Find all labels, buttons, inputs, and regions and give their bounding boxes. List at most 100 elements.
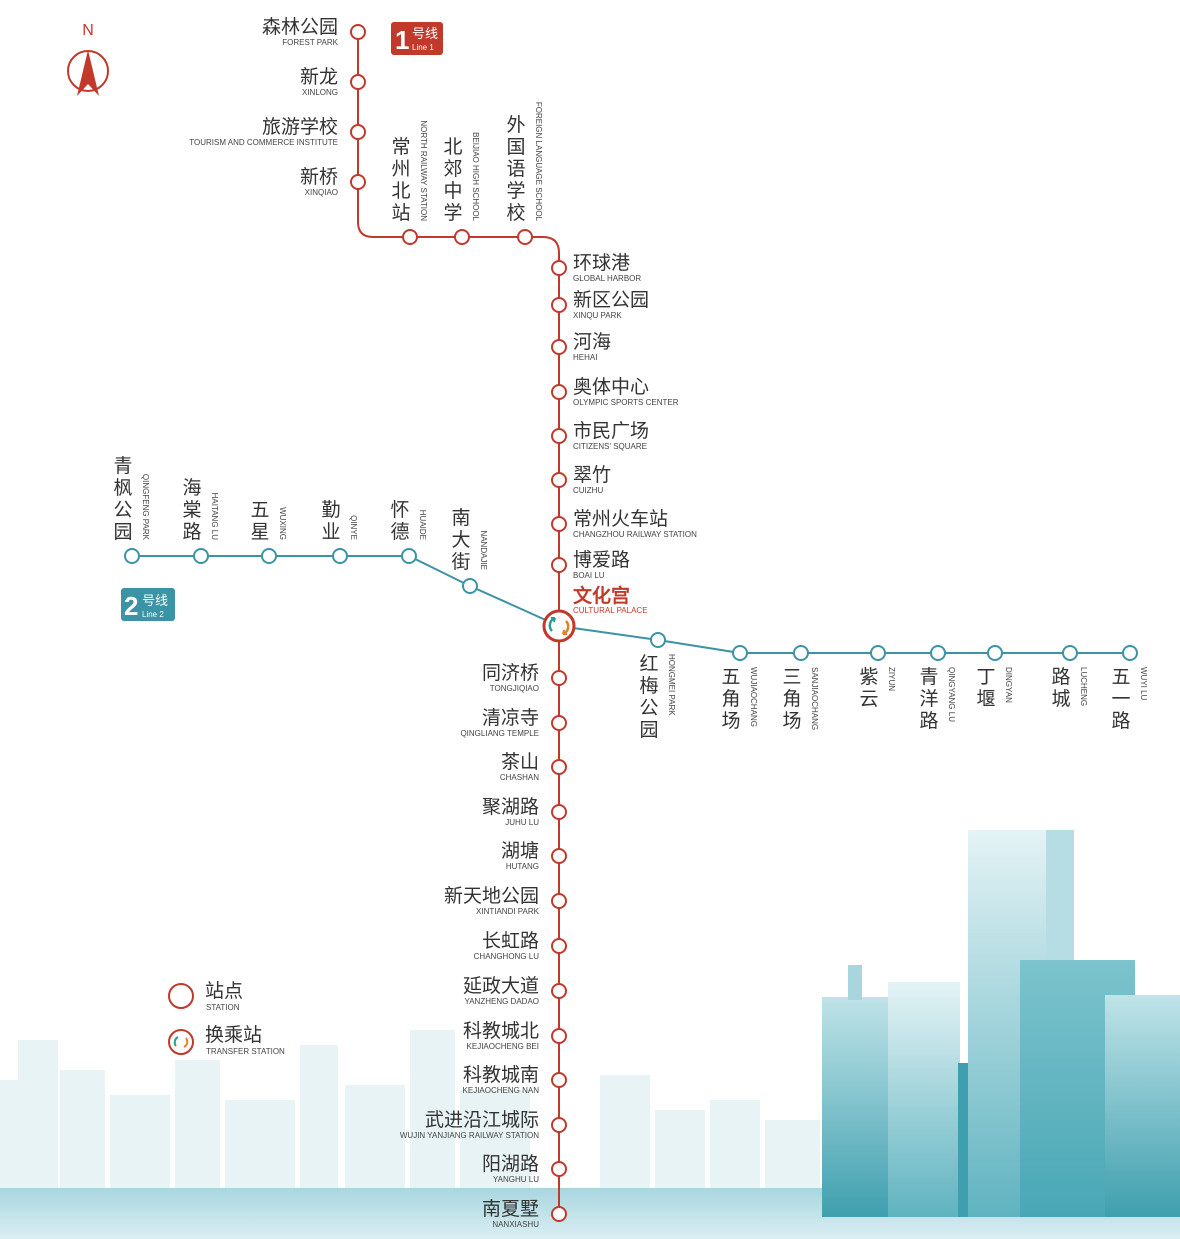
station-marker[interactable] (551, 428, 567, 444)
north-compass: N (67, 22, 109, 96)
station-marker[interactable] (1062, 645, 1078, 661)
station-marker[interactable] (551, 670, 567, 686)
station-name-cn: 青枫公园 (113, 455, 132, 543)
station-name-cn: 五一路 (1111, 666, 1130, 732)
station-marker[interactable] (454, 229, 470, 245)
station-marker[interactable] (124, 548, 140, 564)
station-marker[interactable] (551, 715, 567, 731)
station-marker[interactable] (732, 645, 748, 661)
station-marker[interactable] (551, 297, 567, 313)
station-marker[interactable] (462, 578, 478, 594)
station-marker[interactable] (551, 1161, 567, 1177)
station-marker[interactable] (551, 384, 567, 400)
station-marker[interactable] (350, 24, 366, 40)
station-marker[interactable] (650, 632, 666, 648)
station-marker[interactable] (401, 548, 417, 564)
station-name-cn: 五角场 (721, 666, 740, 732)
station-marker[interactable] (551, 339, 567, 355)
station-marker[interactable] (332, 548, 348, 564)
station-marker[interactable] (551, 472, 567, 488)
station-marker[interactable] (930, 645, 946, 661)
station-name-en: HUTANG (506, 862, 539, 871)
station-marker[interactable] (551, 557, 567, 573)
station-marker[interactable] (350, 124, 366, 140)
station-marker[interactable] (870, 645, 886, 661)
station-marker[interactable] (1122, 645, 1138, 661)
station-name-cn: 科教城北 (463, 1020, 539, 1042)
station-marker[interactable] (551, 848, 567, 864)
station-name-cn: 红梅公园 (639, 653, 658, 741)
station-marker[interactable] (551, 1117, 567, 1133)
station-name-cn: 新龙 (300, 66, 338, 88)
station-marker[interactable] (551, 1206, 567, 1222)
station-name-cn: 茶山 (501, 751, 539, 773)
station-marker[interactable] (193, 548, 209, 564)
station-marker[interactable] (350, 74, 366, 90)
station-marker[interactable] (987, 645, 1003, 661)
station-marker[interactable] (551, 260, 567, 276)
line2-badge-cn: 号线 (142, 594, 168, 609)
station-name-cn: 武进沿江城际 (425, 1109, 539, 1131)
station-marker[interactable] (551, 893, 567, 909)
station-marker[interactable] (517, 229, 533, 245)
transfer-station-cultural-palace[interactable]: 文化宫 CULTURAL PALACE (542, 584, 648, 643)
station-name-en: KEJIAOCHENG NAN (463, 1086, 540, 1095)
station-marker[interactable] (551, 759, 567, 775)
station-marker[interactable] (793, 645, 809, 661)
transfer-station-marker[interactable] (542, 609, 576, 643)
station-marker[interactable] (551, 1072, 567, 1088)
station-name-en: CHANGZHOU RAILWAY STATION (573, 530, 697, 539)
station-marker[interactable] (551, 516, 567, 532)
station-marker[interactable] (551, 1028, 567, 1044)
station-marker[interactable] (551, 938, 567, 954)
station-marker[interactable] (402, 229, 418, 245)
station-marker[interactable] (551, 983, 567, 999)
station-marker[interactable] (551, 804, 567, 820)
station-marker[interactable] (350, 174, 366, 190)
station-marker[interactable] (261, 548, 277, 564)
